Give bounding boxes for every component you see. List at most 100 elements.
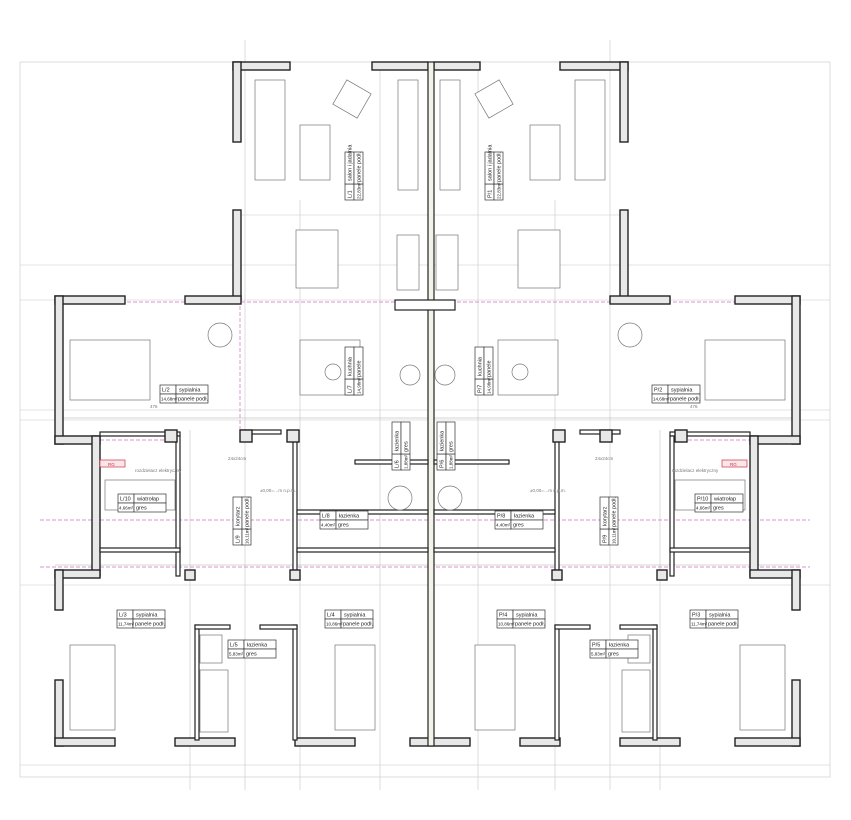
label-cell bbox=[710, 502, 744, 513]
room-id: L/4 bbox=[327, 613, 335, 619]
label-cell bbox=[340, 618, 374, 629]
label-cell bbox=[353, 346, 364, 380]
room-name: sypialnia bbox=[671, 388, 693, 394]
room-name: kuchnia bbox=[478, 356, 484, 376]
room-floor: panele podł. bbox=[135, 622, 165, 628]
room-floor: gres bbox=[338, 523, 349, 529]
room-name: łazienka bbox=[247, 643, 268, 649]
room-name: kuchnia bbox=[348, 356, 354, 376]
room-id: L/9 bbox=[236, 535, 242, 543]
room-area: 4,40m² bbox=[321, 523, 336, 528]
room-name: łazienka bbox=[395, 430, 401, 451]
label-cell bbox=[493, 151, 504, 185]
room-floor: gres bbox=[713, 506, 724, 512]
room-area: 4,40m² bbox=[496, 523, 511, 528]
room-id: L/10 bbox=[120, 497, 131, 503]
chimney-left: 24x24cm bbox=[228, 456, 247, 461]
room-id: P/3 bbox=[692, 613, 700, 619]
room-area: 5,83m² bbox=[591, 652, 606, 657]
room-name: łazienka bbox=[514, 514, 535, 520]
room-area: 4,66m² bbox=[696, 506, 711, 511]
level-note-right: ±0,00=…m n.p.m. bbox=[530, 488, 566, 493]
label-cell bbox=[353, 151, 364, 185]
room-name: wiatrołap bbox=[713, 497, 736, 503]
label-cell bbox=[445, 421, 456, 455]
room-area: 10,11m² bbox=[245, 527, 250, 544]
axis-lines bbox=[19, 40, 831, 790]
label-cell bbox=[335, 519, 369, 530]
heater-tag-right: RG bbox=[730, 462, 737, 467]
label-cell bbox=[175, 393, 209, 404]
room-name: łazienka bbox=[339, 514, 360, 520]
label-cell bbox=[512, 618, 546, 629]
room-name: korytarz bbox=[603, 506, 609, 526]
room-id: L/1 bbox=[348, 190, 354, 198]
room-name: salon i jadalnia bbox=[348, 144, 354, 181]
outer-walls bbox=[54, 61, 801, 747]
room-id: P/7 bbox=[478, 385, 484, 393]
room-name: sypialnia bbox=[136, 613, 158, 619]
room-floor: gres bbox=[404, 441, 410, 452]
room-area: 14,98m² bbox=[487, 377, 492, 394]
room-area: 11,74m² bbox=[118, 622, 135, 627]
room-id: P/1 bbox=[488, 190, 494, 198]
room-id: P/4 bbox=[499, 613, 507, 619]
room-area: 14,68m² bbox=[161, 397, 178, 402]
room-id: P/2 bbox=[654, 388, 662, 394]
room-floor: panele podł. bbox=[670, 397, 700, 403]
room-floor: gres bbox=[136, 506, 147, 512]
room-id: L/8 bbox=[322, 514, 330, 520]
heater-note-left: rozdzielacz elektryczny bbox=[135, 468, 182, 473]
room-floor: panele podł. bbox=[343, 622, 373, 628]
room-floor: panele bbox=[357, 360, 363, 377]
label-cell bbox=[483, 346, 494, 380]
room-floor: panele podł. bbox=[497, 152, 503, 182]
label-cell bbox=[667, 393, 701, 404]
label-cell bbox=[608, 496, 619, 530]
room-floor: panele podł. bbox=[708, 622, 738, 628]
room-area: 11,74m² bbox=[691, 622, 708, 627]
room-name: łazienka bbox=[609, 643, 630, 649]
room-area: 10,11m² bbox=[612, 527, 617, 544]
room-floor: panele podł. bbox=[357, 152, 363, 182]
room-id: P/5 bbox=[592, 643, 600, 649]
room-floor: gres bbox=[608, 652, 619, 658]
label-cell bbox=[133, 502, 167, 513]
room-name: wiatrołap bbox=[136, 497, 159, 503]
room-id: L/7 bbox=[348, 385, 354, 393]
label-cell bbox=[705, 618, 739, 629]
label-cell bbox=[400, 421, 411, 455]
room-id: L/5 bbox=[230, 643, 238, 649]
room-id: P/6 bbox=[440, 460, 446, 468]
room-name: salon i jadalnia bbox=[488, 144, 494, 181]
room-floor: panele podł. bbox=[612, 497, 618, 527]
label-cell bbox=[605, 648, 639, 659]
dim-right: 476 bbox=[690, 404, 698, 409]
label-cell bbox=[132, 618, 166, 629]
room-area: 4,66m² bbox=[119, 506, 134, 511]
room-floor: panele bbox=[487, 360, 493, 377]
room-id: L/2 bbox=[162, 388, 170, 394]
level-note-left: ±0,00=…m n.p.m. bbox=[260, 488, 296, 493]
label-cell bbox=[241, 496, 252, 530]
room-area: 1,88m² bbox=[404, 454, 409, 469]
room-area: 14,68m² bbox=[653, 397, 670, 402]
room-area: 22,83m² bbox=[357, 182, 362, 199]
heater-tag-left: RG bbox=[108, 462, 115, 467]
